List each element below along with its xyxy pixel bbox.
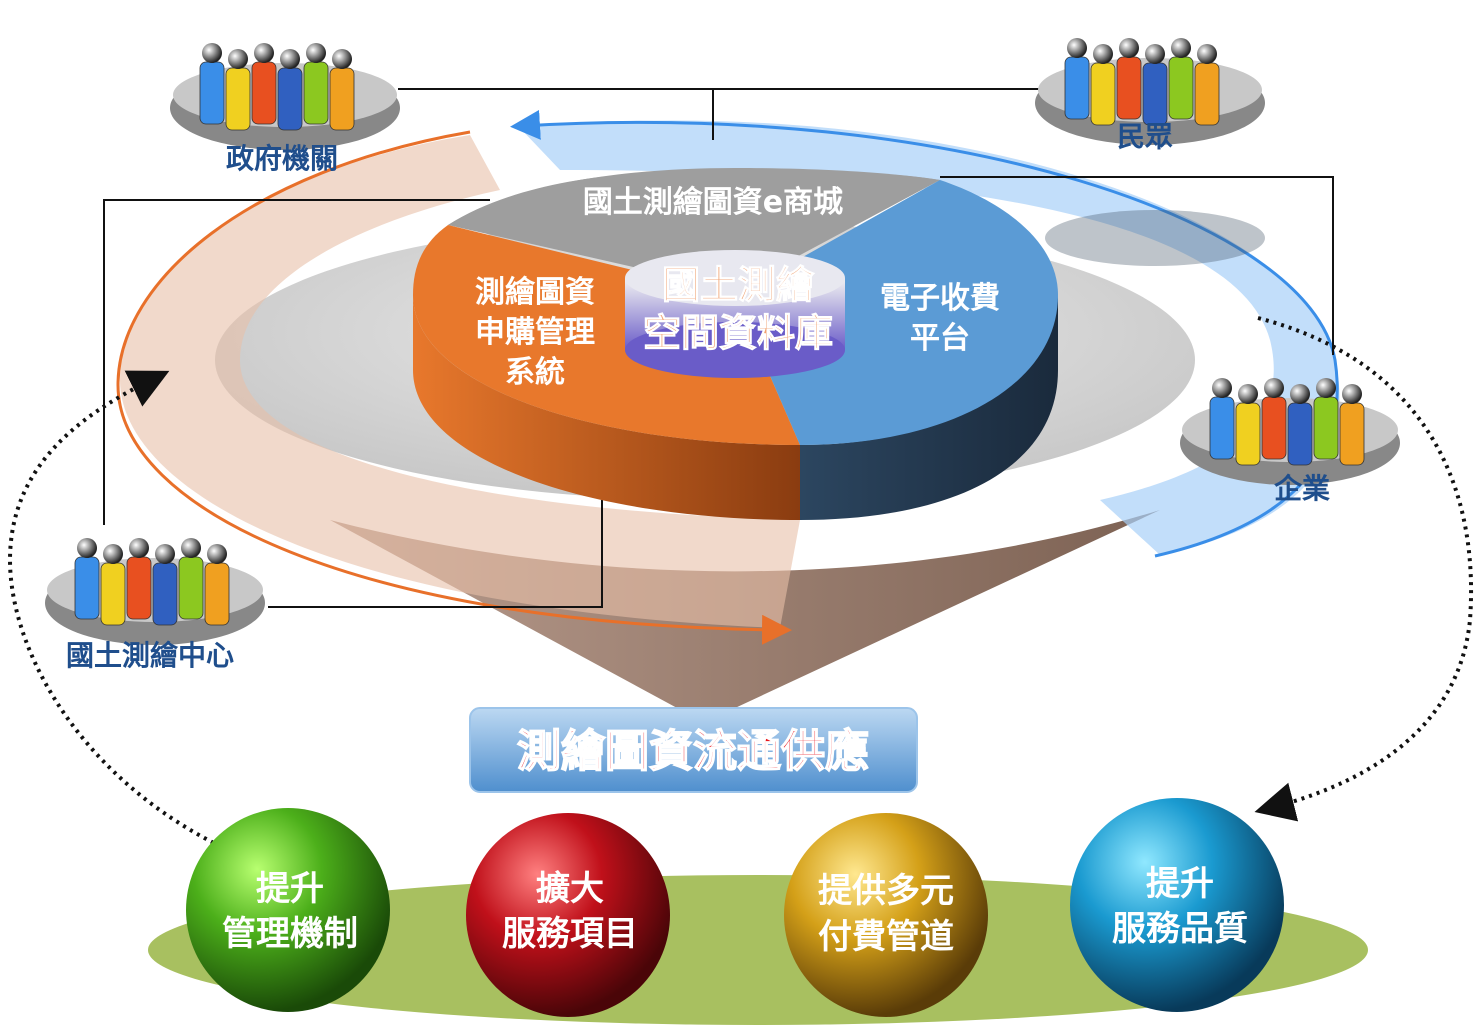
- person-figure: [1261, 396, 1287, 460]
- benefit-sphere-3: [784, 813, 988, 1017]
- person-figure: [100, 562, 126, 626]
- benefit-1-line-1: 提升: [256, 869, 324, 909]
- banner-box: [469, 707, 918, 793]
- person-figure: [1235, 402, 1261, 466]
- person-head: [1093, 44, 1113, 64]
- core-cylinder-bottom: [625, 322, 845, 378]
- person-figure: [1142, 62, 1168, 126]
- person-head: [77, 538, 97, 558]
- person-figure: [126, 556, 152, 620]
- person-figure: [74, 556, 100, 620]
- pie-label-left-1: 測繪圖資: [475, 275, 595, 310]
- person-head: [1238, 384, 1258, 404]
- person-figure: [178, 556, 204, 620]
- benefit-4-line-1: 提升: [1146, 864, 1214, 904]
- pie-label-left-3: 系統: [505, 355, 565, 390]
- person-head: [1119, 38, 1139, 58]
- person-figure: [277, 67, 303, 131]
- person-figure: [1116, 56, 1142, 120]
- people-group-enterprise: [1180, 378, 1400, 485]
- person-head: [1290, 384, 1310, 404]
- pie-segment-blue: [735, 180, 1058, 445]
- pie-side-blue: [800, 290, 1058, 520]
- ground-ellipse: [148, 875, 1368, 1025]
- label-public: 民眾: [1117, 120, 1173, 153]
- person-figure: [1209, 396, 1235, 460]
- label-government: 政府機關: [226, 142, 338, 175]
- banner-text: 測繪圖資流通供應: [517, 726, 869, 777]
- person-head: [129, 538, 149, 558]
- person-figure: [1090, 62, 1116, 126]
- person-head: [1342, 384, 1362, 404]
- shadow-blob: [1045, 210, 1265, 266]
- person-figure: [152, 562, 178, 626]
- benefit-2-line-1: 擴大: [536, 869, 604, 909]
- pie-segment-orange: [413, 225, 800, 445]
- label-center: 國土測繪中心: [66, 639, 234, 672]
- benefit-sphere-2: [466, 813, 670, 1017]
- person-figure: [303, 61, 329, 125]
- pie-label-right-1: 電子收費: [880, 281, 1000, 316]
- person-figure: [1168, 56, 1194, 120]
- benefit-sphere-4: [1070, 798, 1284, 1012]
- benefit-3-line-2: 付費管道: [818, 917, 954, 957]
- person-head: [202, 43, 222, 63]
- people-group-public: [1035, 38, 1265, 145]
- core-label-2: 空間資料庫: [643, 311, 833, 355]
- dashed-arrow-right: [1254, 316, 1473, 822]
- pie-label-top: 國土測繪圖資e商城: [583, 185, 843, 220]
- person-figure: [1287, 402, 1313, 466]
- label-enterprise: 企業: [1274, 472, 1330, 505]
- person-head: [1212, 378, 1232, 398]
- pie-label-right-2: 平台: [910, 321, 970, 356]
- connector-lines: [103, 88, 1334, 608]
- person-head: [1145, 44, 1165, 64]
- person-head: [280, 49, 300, 69]
- person-head: [181, 538, 201, 558]
- person-figure: [251, 61, 277, 125]
- person-figure: [199, 61, 225, 125]
- person-head: [1316, 378, 1336, 398]
- core-label-1: 國土測繪: [662, 263, 815, 307]
- person-head: [306, 43, 326, 63]
- blue-cycle-arrow: [510, 109, 1339, 558]
- benefit-2-line-2: 服務項目: [502, 914, 638, 954]
- person-head: [103, 544, 123, 564]
- person-head: [207, 544, 227, 564]
- person-head: [228, 49, 248, 69]
- person-figure: [1064, 56, 1090, 120]
- benefit-4-line-2: 服務品質: [1112, 909, 1248, 949]
- dashed-arrow-left: [7, 370, 229, 852]
- benefit-1-line-2: 管理機制: [222, 914, 358, 954]
- people-group-center: [45, 538, 265, 645]
- person-head: [1264, 378, 1284, 398]
- person-head: [332, 49, 352, 69]
- benefit-3-line-1: 提供多元: [818, 871, 954, 911]
- pie-side-orange: [413, 295, 800, 520]
- person-head: [1197, 44, 1217, 64]
- person-figure: [204, 562, 230, 626]
- person-head: [1171, 38, 1191, 58]
- people-group-government: [170, 43, 400, 150]
- core-cylinder-top: [625, 250, 845, 306]
- person-figure: [225, 67, 251, 131]
- person-head: [1067, 38, 1087, 58]
- pie-label-left-2: 申購管理: [475, 315, 595, 350]
- benefit-sphere-1: [186, 808, 390, 1012]
- person-figure: [1339, 402, 1365, 466]
- orange-swirl: [120, 135, 800, 628]
- person-figure: [329, 67, 355, 131]
- orange-cycle-arrow: [116, 130, 792, 645]
- person-figure: [1313, 396, 1339, 460]
- person-figure: [1194, 62, 1220, 126]
- blue-swirl: [520, 120, 1340, 555]
- pie-segment-grey-fill: [448, 168, 940, 248]
- person-head: [254, 43, 274, 63]
- person-head: [155, 544, 175, 564]
